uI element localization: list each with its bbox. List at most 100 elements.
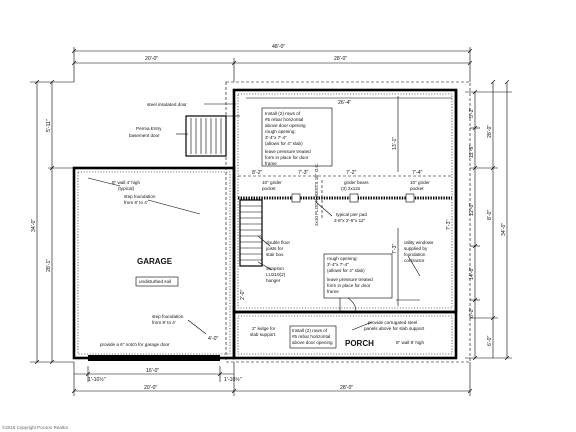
note-step-foundation-2: step foundation from 8' to 4' [152,314,184,325]
dim-small-1: 4'-0" [208,336,218,342]
dim-garage-width-top: 20'-0" [145,56,158,62]
dim-vert-inner: 13'-1" [392,137,398,150]
dim-overall-top: 48'-0" [272,44,285,50]
svg-text:rough opening:: rough opening: [327,256,358,261]
note-double-joists: double floor joists for stair box [265,240,290,257]
dim-r4: 14'-0" [469,267,475,280]
top-dimensions: 48'-0" 20'-0" 28'-0" [71,44,473,82]
dim-r2: 12'-9" [469,145,475,158]
dim-r3: 12'-0" [469,203,475,216]
svg-text:Simpson: Simpson [266,266,284,271]
svg-text:Install (2) rows of: Install (2) rows of [265,111,301,116]
dim-left-upper: 5'-11" [46,119,52,132]
svg-text:2" ledge for: 2" ledge for [252,326,276,331]
interior-stairs [239,199,263,267]
porch-walls [232,310,458,360]
leader-lines [87,103,421,335]
svg-text:8" wall 4' high: 8" wall 4' high [112,180,140,185]
note-rough-opening-2: rough opening: 3'-4"x 7'-4" (allows for … [327,256,365,273]
dim-top-inner: 26'-4" [338,100,351,106]
svg-text:utility windows: utility windows [404,240,434,245]
right-dimensions: 5'-2" 12'-9" 12'-0" 14'-0" 6'-0" 28'-0" … [465,79,512,361]
rough-opening-note-box [323,253,393,299]
svg-text:#5 rebar horizontal: #5 rebar horizontal [292,334,330,339]
label-floor-joists: 2x10 FLOOR JOISTS 16" O.C. [314,163,319,226]
note-rebar-1: Install (2) rows of #5 rebar horizontal … [265,111,306,146]
svg-text:frame: frame [327,289,339,294]
dim-door-width: 16'-0" [146,368,159,374]
note-typical-pier: typical pier pad 2-6"x 2'-6"x 12" [334,212,367,223]
dim-span-4: 7'-4" [412,170,422,176]
svg-text:3'-4"x 7'-4": 3'-4"x 7'-4" [265,135,287,140]
svg-text:form in place for door: form in place for door [265,155,309,160]
dim-left-lower: 28'-1" [46,259,52,272]
note-leave-pt-2: leave pressure treated form in place for… [327,277,373,294]
svg-text:supplied by: supplied by [404,246,428,251]
svg-text:from 8' to 4': from 8' to 4' [124,200,148,205]
svg-text:slab support.: slab support. [250,332,276,337]
basement-entry-stairs [185,115,240,157]
note-wall-8: 8" wall 4' high (typical) [112,180,140,191]
svg-text:form in place for door: form in place for door [327,283,371,288]
undisturbed-soil-box [135,276,179,287]
label-steel-door: steel insulated door [147,102,187,107]
svg-text:above door opening: above door opening [292,340,333,345]
svg-text:leave pressure treated: leave pressure treated [327,277,373,282]
dim-right-overall: 34'-0" [501,223,507,236]
rebar-note-box-2 [289,325,337,349]
left-dimensions: 34'-0" 5'-11" 28'-1" [30,79,74,365]
svg-text:typical pier pad: typical pier pad [336,212,367,217]
svg-text:10" girder: 10" girder [262,180,282,185]
dim-right-upper: 28'-0" [487,125,493,138]
svg-text:stair box: stair box [266,252,284,257]
dim-house-width-bottom: 28'-0" [340,385,353,391]
svg-text:double floor: double floor [266,240,290,245]
dim-span-1: 8'-2" [252,170,262,176]
note-rebar-2: Install (2) rows of #5 rebar horizontal … [292,328,333,345]
dim-r6: 8'-0" [487,210,493,220]
note-girder-bears: girder bears (3) 2x12s [341,180,369,191]
svg-text:provide corrugated steel: provide corrugated steel [368,320,417,325]
svg-text:pocket: pocket [410,186,424,191]
svg-text:rough opening:: rough opening: [265,129,296,134]
note-simpson: Simpson LU210(2) hanger [266,266,286,283]
porch-door-swing [339,295,357,313]
label-perma-entry: Perma Entry [136,126,162,131]
pier-pads [291,193,415,203]
label-garage-door-notch: provide a 6" notch for garage door [100,342,170,347]
label-undisturbed-soil: undisturbed soil [139,279,171,284]
svg-text:panels above for slab support: panels above for slab support [364,326,425,331]
copyright-footer: ©2018 Copyright Pocono Realtor [2,424,69,430]
label-porch-wall: 8" wall 8' high [396,340,424,345]
svg-text:Install (2) rows of: Install (2) rows of [292,328,328,333]
svg-text:joists for: joists for [265,246,284,251]
svg-text:step foundation: step foundation [124,194,156,199]
rebar-note-box-1 [261,107,333,167]
svg-text:(allows for 4" slab): (allows for 4" slab) [265,141,303,146]
svg-text:2-6"x 2'-6"x 12": 2-6"x 2'-6"x 12" [334,218,366,223]
bottom-dimensions: 16'-0" 1'-10½" 1'-10½" 20'-0" 28'-0" [71,362,473,396]
svg-text:frame: frame [265,161,277,166]
dim-small-2: 2'-0" [240,290,246,300]
label-garage: GARAGE [137,257,173,266]
note-leave-pt-1: leave pressure treated form in place for… [265,149,311,166]
svg-text:girder bears: girder bears [344,180,369,185]
svg-text:(3) 2x12s: (3) 2x12s [341,186,361,191]
svg-text:contractor: contractor [404,258,425,263]
svg-text:step foundation: step foundation [152,314,184,319]
svg-text:foundation: foundation [404,252,426,257]
note-girder-pocket-1: 10" girder pocket [262,180,282,191]
dim-span-3: 7'-2" [346,170,356,176]
dim-bay-2: 7'-3" [446,220,452,230]
dim-right-lower: 6'-0" [487,336,493,346]
dim-span-2: 7'-3" [298,170,308,176]
label-porch: PORCH [345,339,374,348]
svg-text:pocket: pocket [262,186,276,191]
dim-r5: 6'-0" [469,308,475,318]
svg-text:(typical): (typical) [118,186,135,191]
dim-left-overall: 34'-0" [31,219,37,232]
note-step-foundation-1: step foundation from 8' to 4' [124,194,156,205]
label-basement-door: basement door [129,133,160,138]
dim-garage-width-bottom: 20'-0" [144,385,157,391]
note-ledge: 2" ledge for slab support. [250,326,276,337]
